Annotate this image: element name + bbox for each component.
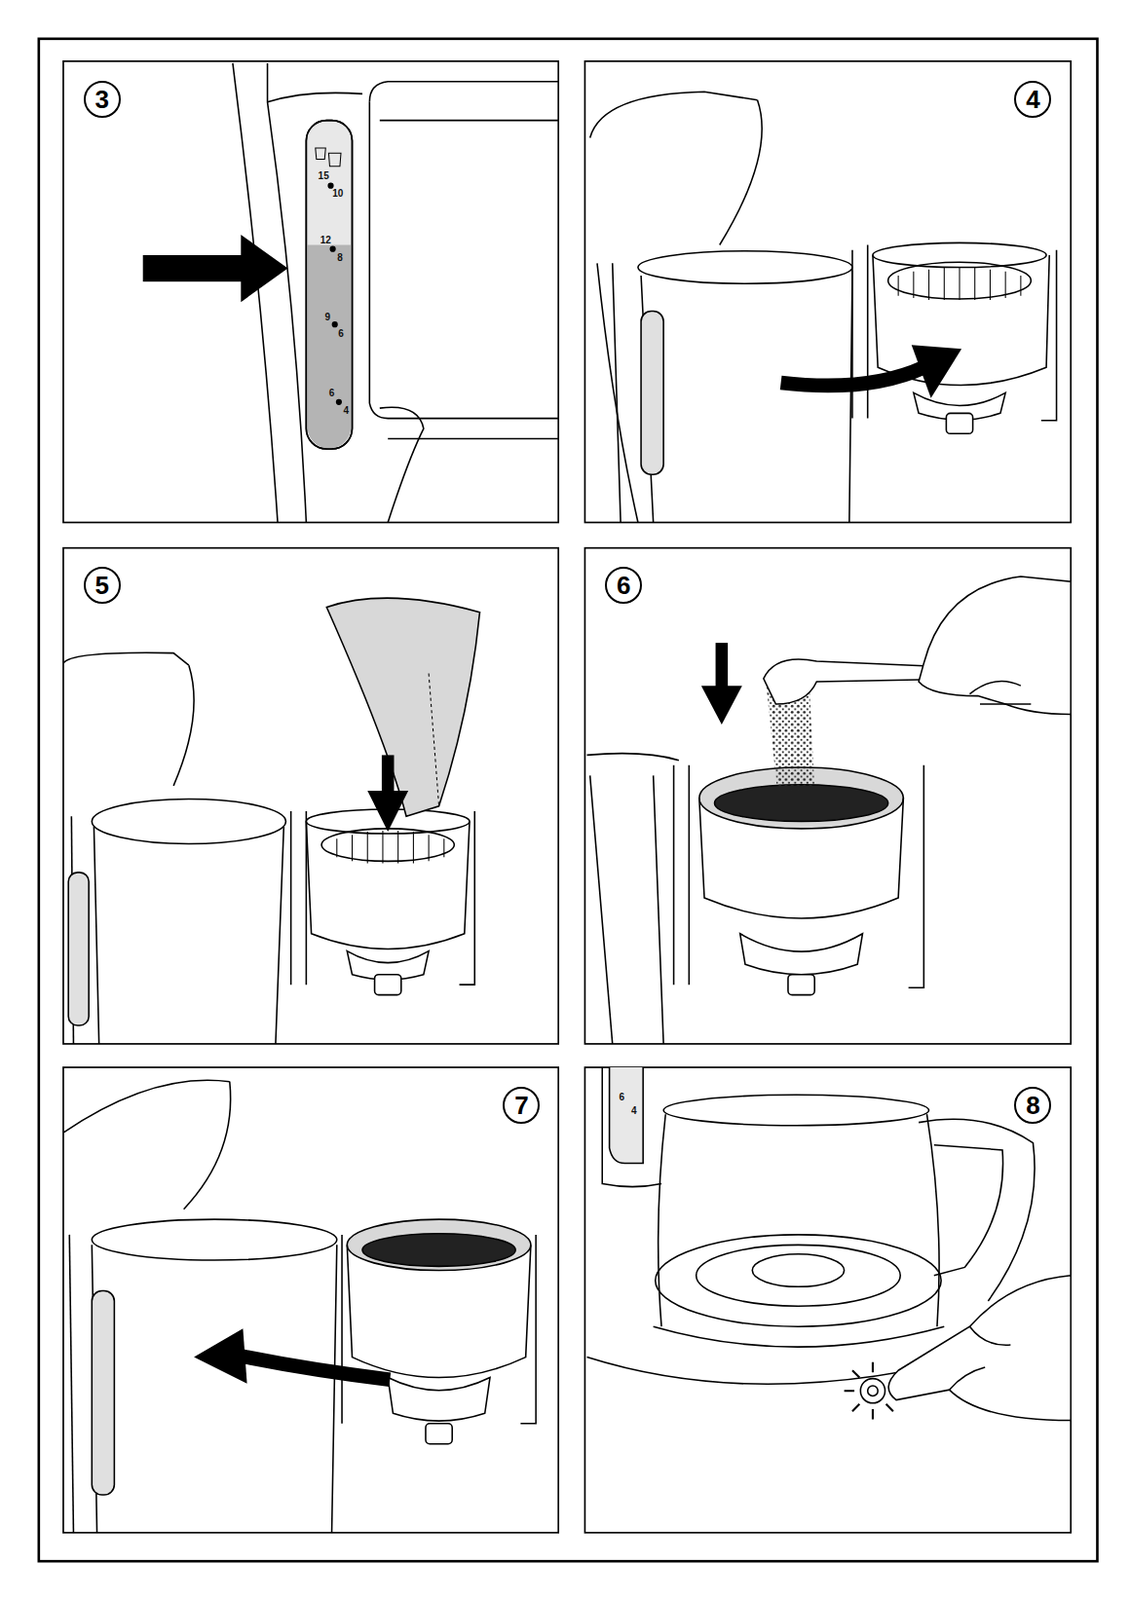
step-number-circle: 4	[1014, 80, 1052, 118]
scale-mark: 12	[320, 235, 332, 246]
open-filter-holder	[590, 91, 1057, 523]
step-number-circle: 7	[502, 1087, 540, 1125]
step-number-circle: 6	[604, 566, 642, 604]
step-number: 5	[95, 572, 110, 599]
step-number: 4	[1025, 86, 1040, 113]
water-gauge-view	[143, 63, 559, 524]
step-number: 8	[1025, 1092, 1040, 1119]
step-number: 7	[514, 1092, 528, 1119]
panel-frames	[63, 61, 1071, 1534]
step-number-circle: 3	[83, 80, 121, 118]
outer-frame	[38, 38, 1098, 1562]
scale-mark: 10	[332, 188, 343, 199]
step-number-circle: 5	[83, 566, 121, 604]
scale-mark: 4	[631, 1106, 638, 1117]
add-ground-coffee	[587, 576, 1072, 1045]
switch-on	[587, 1067, 1072, 1422]
scale-mark: 6	[618, 1092, 625, 1103]
close-filter-holder	[63, 1080, 536, 1534]
insert-paper-filter	[63, 598, 481, 1045]
scale-mark: 9	[325, 312, 332, 323]
step-number: 3	[95, 86, 110, 113]
scale-mark: 8	[337, 253, 343, 264]
scale-mark: 4	[342, 406, 349, 416]
scale-mark: 6	[329, 388, 336, 399]
step-number: 6	[616, 572, 631, 599]
scale-mark: 15	[318, 171, 330, 182]
scale-mark: 6	[338, 329, 344, 339]
step-number-circle: 8	[1014, 1087, 1052, 1125]
